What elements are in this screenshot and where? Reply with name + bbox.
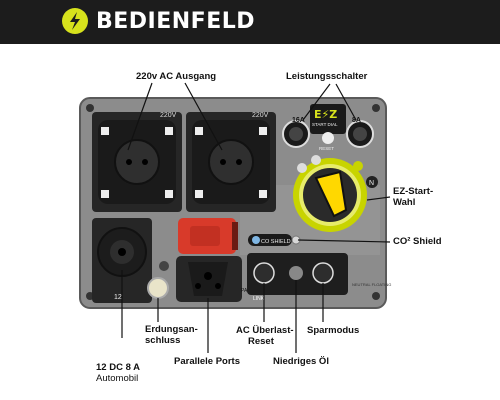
shield-logo-icon <box>252 236 260 244</box>
shield-text: CO SHIELD <box>261 239 291 245</box>
callout-dc-2: Automobil <box>96 373 139 384</box>
screw-icon <box>372 104 380 112</box>
ez-start-dial <box>293 158 367 232</box>
breaker-right-label: 8A <box>352 117 361 124</box>
parallel-port-cover <box>178 218 238 254</box>
callout-co-shield: CO² Shield <box>393 236 442 247</box>
callout-parallel: Parallele Ports <box>174 356 241 367</box>
dial-n-letter: N <box>369 180 374 187</box>
callout-low-oil: Niedriges Öl <box>273 356 329 367</box>
ez-logo-text: E⚡Z <box>314 108 337 121</box>
dial-mode-icon <box>353 161 363 171</box>
neutral-label: NEUTRAL FLOATING <box>352 282 391 287</box>
callout-grounding-1: Erdungsan- <box>145 324 198 335</box>
reset-hand-icon <box>322 132 334 144</box>
header-bar: BEDIENFELD <box>0 0 500 44</box>
callout-grounding-2: schluss <box>145 335 181 346</box>
ac-outlet-right <box>186 112 276 212</box>
page-title: BEDIENFELD <box>96 9 256 34</box>
dial-mode-icon <box>311 155 321 165</box>
dc-label: 12 <box>114 294 122 301</box>
callout-ez-start-2: Wahl <box>393 197 416 208</box>
callout-ac-outlet: 220v AC Ausgang <box>136 71 217 82</box>
reset-text: RESET <box>319 146 334 151</box>
outlet-rating-2: 220V <box>252 112 269 119</box>
circuit-breaker-left <box>282 120 310 148</box>
ground-symbol-icon <box>159 261 169 271</box>
parallel-ports <box>176 256 242 302</box>
ac-overload-reset-icon <box>253 262 275 284</box>
eco-icon <box>312 262 334 284</box>
co-shield-badge <box>248 234 292 246</box>
ac-outlet-left <box>92 112 182 212</box>
ez-sub-text: START DIAL <box>312 122 338 127</box>
oil-can-icon <box>289 266 303 280</box>
grounding-terminal <box>147 277 169 299</box>
callout-dc-1: 12 DC 8 A <box>96 362 140 373</box>
screw-icon <box>86 104 94 112</box>
lightning-logo-icon <box>62 8 88 34</box>
screw-icon <box>372 292 380 300</box>
link-label: LINK <box>253 296 265 302</box>
callout-ez-start-1: EZ-Start- <box>393 186 434 197</box>
breaker-left-label: 16A <box>292 117 305 124</box>
dial-n-icon <box>366 176 378 188</box>
dial-mode-icon <box>297 163 307 173</box>
ez-badge <box>310 104 346 134</box>
outlet-rating-1: 220V <box>160 112 177 119</box>
callout-lines <box>121 82 391 353</box>
callout-ac-overload-1: AC Überlast- <box>236 325 294 336</box>
dc-outlet <box>92 218 152 303</box>
circuit-breaker-right <box>346 120 374 148</box>
callout-eco: Sparmodus <box>307 325 360 336</box>
callout-ac-overload-2: Reset <box>248 336 274 347</box>
callout-breaker: Leistungsschalter <box>286 71 368 82</box>
